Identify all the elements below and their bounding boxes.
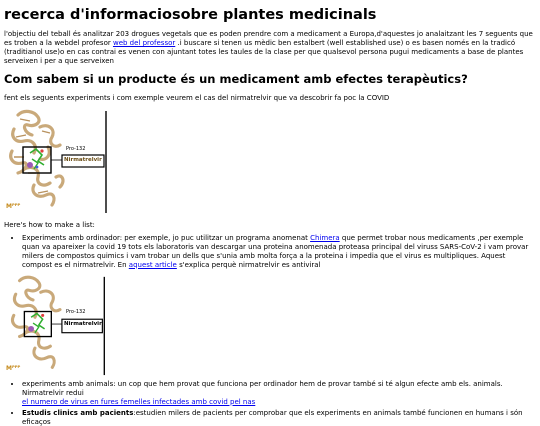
experiments-list: Experiments amb ordinador: per exemple, … — [4, 234, 536, 426]
item1-text-after: s'explica perquè nirmatrelvir es antivir… — [176, 260, 321, 269]
protein-structure-image-2 — [11, 275, 105, 375]
chimera-link[interactable]: Chimera — [310, 233, 340, 242]
protein-ribbon — [9, 109, 65, 207]
article-link[interactable]: aquest article — [128, 260, 177, 269]
ferrets-study-link[interactable]: el numero de virus en fures femelles inf… — [22, 397, 256, 406]
protein-figure: Pro-132 Nirmatrelvir Mᴾᴾᴾ — [4, 107, 116, 215]
page-title: recerca d'informaciosobre plantes medici… — [4, 7, 377, 23]
list-item-animal-experiments: experiments amb animals: un cop que hem … — [22, 380, 536, 407]
lead-paragraph: fent els seguents experiments i com exem… — [4, 94, 390, 102]
nirmatrelvir-label: Nirmatrelvir — [64, 156, 102, 163]
protein-figure-2: Pro-132 Nirmatrelvir Mᴾᴾᴾ — [4, 273, 116, 377]
ligand-site-2 — [28, 312, 46, 333]
list-item-clinical-studies: Estudis clinics amb pacients:estudien mi… — [22, 409, 536, 426]
item1-text-middle: que permet trobar nous medicaments ,per … — [22, 233, 529, 269]
nirmatrelvir-label-box — [61, 154, 105, 168]
figure-logo-2: Mᴾᴾᴾ — [6, 364, 21, 372]
section-heading: Com sabem si un producte és un medicamen… — [4, 72, 468, 87]
intro-text-before: l'objectiu del teball és analitzar 203 d… — [4, 30, 533, 48]
nirmatrelvir-label-2: Nirmatrelvir — [64, 320, 102, 327]
ligand-site — [27, 147, 45, 170]
nirmatrelvir-label-box-2 — [61, 318, 103, 334]
professor-web-link[interactable]: web del professor — [112, 39, 176, 48]
pro132-label: Pro-132 — [66, 145, 86, 152]
figure-logo: Mᴾᴾᴾ — [6, 202, 21, 210]
intro-paragraph: l'objectiu del teball és analitzar 203 d… — [4, 30, 536, 66]
item3-bold: Estudis clinics amb pacients — [22, 408, 134, 417]
protein-ribbon-detail — [14, 118, 51, 194]
intro-text-after: .i buscare si tenen us mèdic ben estalbe… — [4, 39, 524, 66]
protein-ribbon-2 — [11, 275, 62, 369]
list-item-computer-experiments: Experiments amb ordinador: per exemple, … — [6, 233, 536, 377]
item2-text: experiments amb animals: un cop que hem … — [22, 379, 503, 397]
protein-structure-image — [9, 109, 107, 213]
pro132-label-2: Pro-132 — [66, 308, 86, 315]
item1-text-before: Experiments amb ordinador: per exemple, … — [22, 233, 311, 242]
howto-text: Here's how to make a list: — [4, 220, 95, 229]
